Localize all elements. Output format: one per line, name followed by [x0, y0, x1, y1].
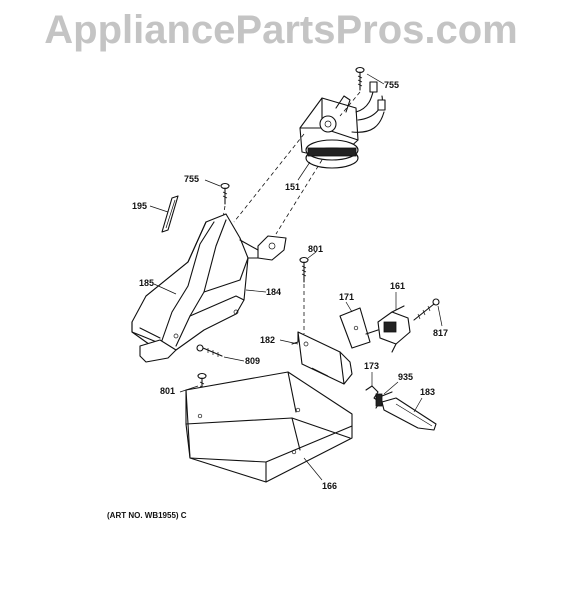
leader-809: [223, 356, 245, 362]
leader-166: [303, 457, 323, 481]
leader-184: [245, 289, 267, 293]
part-182-plate: [291, 331, 353, 385]
leader-755-left: [204, 179, 221, 187]
callout-183: 183: [420, 387, 436, 397]
callout-166: 166: [322, 481, 338, 491]
art-number: (ART NO. WB1955) C: [107, 511, 187, 520]
callout-161: 161: [390, 281, 406, 291]
leader-182: [279, 339, 299, 345]
callout-171: 171: [339, 292, 355, 302]
part-151-motor: [299, 81, 386, 169]
leader-151: [297, 161, 311, 181]
part-171-plate: [339, 307, 371, 349]
callout-755-top: 755: [384, 80, 400, 90]
dashline-755-top: [339, 91, 361, 117]
part-195-rod: [161, 195, 179, 233]
callout-151: 151: [285, 182, 301, 192]
callout-801-bottom: 801: [160, 386, 176, 396]
screw-755-left: [220, 182, 230, 205]
screw-755-top: [355, 66, 365, 91]
callout-185: 185: [139, 278, 155, 288]
part-935-clip: [375, 391, 393, 407]
leader-183: [413, 397, 423, 413]
callout-182: 182: [260, 335, 276, 345]
dashline-motor-bracket-a: [233, 133, 305, 223]
callout-809: 809: [245, 356, 261, 366]
callout-173: 173: [364, 361, 380, 371]
screw-801-mid: [299, 256, 309, 283]
callout-755-left: 755: [184, 174, 200, 184]
part-183-shaft: [381, 397, 437, 431]
dashline-motor-bracket-b: [275, 159, 323, 235]
leader-801-mid: [307, 251, 317, 259]
leader-755-top: [366, 73, 385, 85]
callout-817: 817: [433, 328, 449, 338]
screw-817: [413, 298, 440, 321]
part-161-switch: [365, 305, 411, 353]
callout-195: 195: [132, 201, 148, 211]
screw-809: [196, 344, 223, 357]
leader-195: [149, 205, 169, 213]
part-185-184-bracket: [131, 213, 287, 363]
leader-935: [383, 381, 399, 395]
callout-184: 184: [266, 287, 282, 297]
leader-185: [153, 283, 177, 295]
leader-817: [437, 305, 443, 327]
watermark-text: AppliancePartsPros.com: [44, 8, 518, 52]
callout-801-mid: 801: [308, 244, 324, 254]
leader-171: [345, 301, 353, 313]
part-166-tray: [185, 371, 353, 483]
callout-935: 935: [398, 372, 414, 382]
